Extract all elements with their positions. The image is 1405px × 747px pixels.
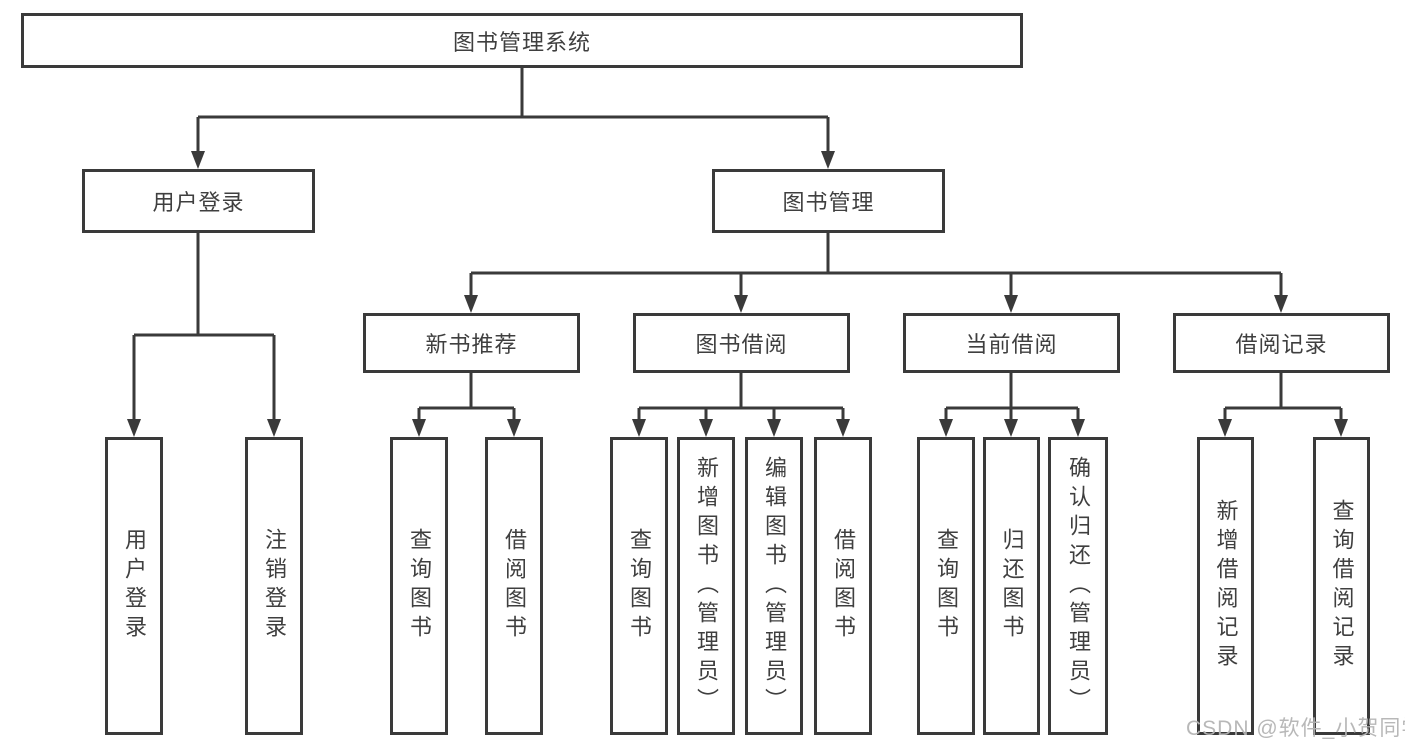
leaf-edit-books-admin: 编辑图书（管理员） xyxy=(745,437,803,735)
leaf-add-books-admin: 新增图书（管理员） xyxy=(677,437,735,735)
leaf-confirm-return-admin: 确认归还（管理员） xyxy=(1048,437,1108,735)
leaf-user-login-label: 用户登录 xyxy=(122,528,147,644)
leaf-borrow-books-newbooks: 借阅图书 xyxy=(485,437,543,735)
node-borrowing-records: 借阅记录 xyxy=(1173,313,1390,373)
node-book-management: 图书管理 xyxy=(712,169,945,233)
leaf-query-books-current-label: 查询图书 xyxy=(934,528,959,644)
leaf-logout: 注销登录 xyxy=(245,437,303,735)
leaf-borrow-books-borrowing-label: 借阅图书 xyxy=(831,528,856,644)
leaf-user-login: 用户登录 xyxy=(105,437,163,735)
node-new-book-recommendation: 新书推荐 xyxy=(363,313,580,373)
csdn-watermark: CSDN @软件_小贺同学 xyxy=(1186,717,1405,740)
leaf-confirm-return-admin-label: 确认归还（管理员） xyxy=(1066,455,1091,717)
node-book-management-system: 图书管理系统 xyxy=(21,13,1023,68)
leaf-borrow-books-newbooks-label: 借阅图书 xyxy=(502,528,527,644)
leaf-query-books-newbooks: 查询图书 xyxy=(390,437,448,735)
leaf-add-books-admin-label: 新增图书（管理员） xyxy=(694,455,719,717)
arrowheads xyxy=(127,151,1348,437)
leaf-return-books-label: 归还图书 xyxy=(999,528,1025,644)
leaf-return-books: 归还图书 xyxy=(983,437,1040,735)
leaf-query-books-borrowing: 查询图书 xyxy=(610,437,668,735)
leaf-query-books-current: 查询图书 xyxy=(917,437,975,735)
leaf-query-borrow-record: 查询借阅记录 xyxy=(1313,437,1370,735)
leaf-query-books-borrowing-label: 查询图书 xyxy=(627,528,652,644)
leaf-query-books-newbooks-label: 查询图书 xyxy=(407,528,432,644)
leaf-add-borrow-record: 新增借阅记录 xyxy=(1197,437,1254,735)
leaf-query-borrow-record-label: 查询借阅记录 xyxy=(1329,499,1355,673)
leaf-edit-books-admin-label: 编辑图书（管理员） xyxy=(762,455,787,717)
node-user-login: 用户登录 xyxy=(82,169,315,233)
leaf-add-borrow-record-label: 新增借阅记录 xyxy=(1213,499,1239,673)
node-current-borrowing: 当前借阅 xyxy=(903,313,1120,373)
leaf-borrow-books-borrowing: 借阅图书 xyxy=(814,437,872,735)
node-book-borrowing: 图书借阅 xyxy=(633,313,850,373)
leaf-logout-label: 注销登录 xyxy=(262,528,287,644)
